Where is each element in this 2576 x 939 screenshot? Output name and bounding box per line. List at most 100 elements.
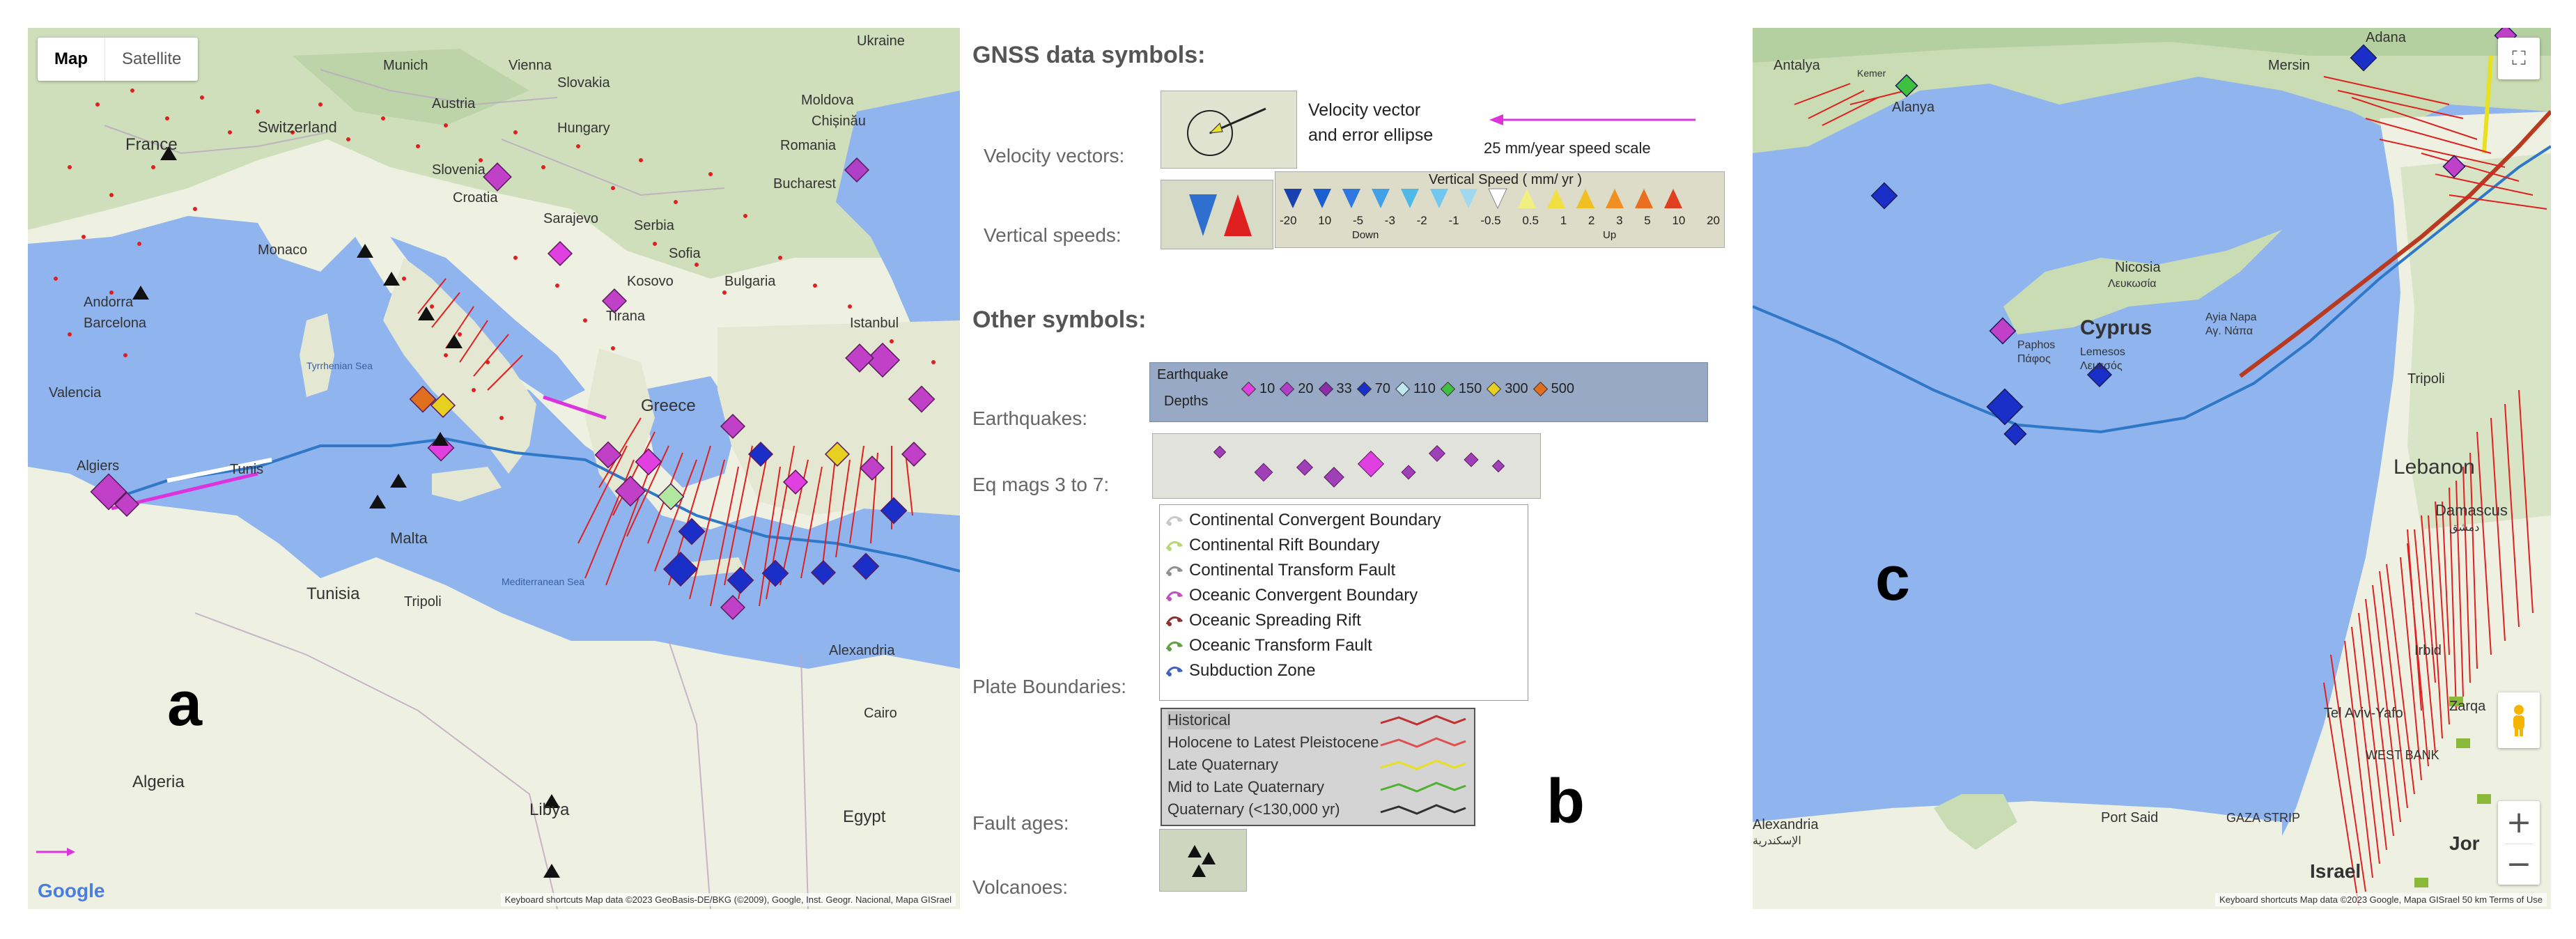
place-label: Malta (390, 529, 428, 547)
fault-age-label: Historical (1167, 711, 1231, 729)
place-label: Ayia Napa (2205, 311, 2257, 323)
place-label: Nicosia (2115, 260, 2161, 275)
fault-line-icon (1378, 801, 1468, 822)
place-label: Kosovo (627, 274, 674, 289)
vertical-speed-title: Vertical Speed ( mm/ yr ) (1429, 172, 1583, 187)
place-label: Sarajevo (543, 211, 598, 226)
fault-age-label: Late Quaternary (1167, 756, 1278, 773)
place-label: Adana (2366, 30, 2407, 45)
place-label: Munich (383, 58, 428, 73)
vertical-tick: 20 (1707, 214, 1720, 227)
place-label: Alexandria (1753, 817, 1819, 832)
panel-letter-b: b (1546, 767, 1585, 837)
vertical-tick: -5 (1352, 214, 1364, 227)
fault-age-item: Historical (1162, 709, 1474, 731)
zoom-control[interactable]: + − (2498, 801, 2540, 885)
vertical-tick: 2 (1588, 214, 1595, 227)
volcanoes-label: Volcanoes: (972, 876, 1068, 898)
map-c-canvas[interactable]: Antalya Mersin Adana Alanya Kemer Nicosi… (1753, 28, 2551, 909)
zoom-out-button[interactable]: − (2506, 846, 2532, 882)
map-type-toggle[interactable]: Map Satellite (38, 38, 199, 81)
eq-depth-value: 150 (1458, 381, 1482, 396)
place-label: Alanya (1892, 100, 1935, 115)
plate-boundary-label: Continental Convergent Boundary (1189, 511, 1441, 529)
vertical-tick: -3 (1384, 214, 1395, 227)
eq-depth-value: 70 (1374, 381, 1390, 396)
plate-boundary-icon (1165, 588, 1184, 603)
fault-age-label: Mid to Late Quaternary (1167, 778, 1325, 796)
place-label: Moldova (801, 93, 854, 108)
eq-depth-diamond-icon (1395, 381, 1411, 397)
map-panel-c[interactable]: Antalya Mersin Adana Alanya Kemer Nicosi… (1753, 28, 2551, 909)
fault-age-label: Quaternary (<130,000 yr) (1167, 800, 1340, 818)
plate-boundary-item: Oceanic Transform Fault (1160, 633, 1528, 658)
eq-depth-item: 150 (1440, 381, 1482, 397)
eq-depth-item: 110 (1395, 381, 1436, 397)
plate-boundary-label: Subduction Zone (1189, 661, 1316, 680)
map-type-map-button[interactable]: Map (54, 49, 88, 68)
eq-depth-diamond-icon (1533, 381, 1548, 397)
map-type-satellite-button[interactable]: Satellite (104, 38, 198, 81)
plate-boundary-icon (1165, 638, 1184, 653)
plate-boundary-label: Continental Transform Fault (1189, 561, 1396, 580)
map-a-canvas[interactable]: Ukraine Munich Vienna Slovakia Moldova A… (28, 28, 960, 909)
plate-boundary-item: Oceanic Spreading Rift (1160, 608, 1528, 633)
place-label: Cairo (864, 706, 897, 721)
eq-depth-value: 500 (1551, 381, 1575, 396)
plate-boundary-item: Subduction Zone (1160, 658, 1528, 683)
map-attribution[interactable]: Keyboard shortcuts Map data ©2023 GeoBas… (500, 893, 956, 906)
fault-ages-label: Fault ages: (972, 812, 1069, 834)
pegman-icon (2513, 705, 2524, 736)
fault-age-label: Holocene to Latest Pleistocene (1167, 734, 1379, 751)
fault-age-item: Mid to Late Quaternary (1162, 776, 1474, 798)
place-label: Barcelona (84, 316, 147, 331)
place-label: Πάφος (2017, 353, 2051, 365)
place-label: Mediterranean Sea (502, 576, 584, 587)
place-label: Tripoli (404, 594, 442, 610)
place-label: Tripoli (2407, 371, 2445, 387)
volcano-swatch (1159, 829, 1247, 892)
place-label: Lemesos (2080, 346, 2125, 358)
street-view-pegman[interactable] (2498, 692, 2540, 748)
eq-depth-header-2: Depths (1164, 394, 1209, 409)
place-label: Valencia (49, 385, 102, 401)
place-label: Sofia (669, 246, 701, 261)
plate-boundary-label: Continental Rift Boundary (1189, 536, 1380, 554)
place-label: Chișinău (812, 114, 866, 129)
plate-boundaries-label: Plate Boundaries: (972, 676, 1127, 697)
fault-line-icon (1378, 734, 1468, 755)
place-label: Λευκωσία (2108, 278, 2157, 290)
place-label: WEST BANK (2366, 748, 2439, 762)
place-label: Andorra (84, 295, 134, 310)
eq-depth-value: 20 (1298, 381, 1314, 396)
speed-scale-text: 25 mm/year speed scale (1484, 139, 1651, 157)
fullscreen-button[interactable]: ⛶ (2498, 38, 2540, 79)
place-label: Tirana (606, 309, 646, 324)
gnss-heading: GNSS data symbols: (972, 42, 1206, 68)
map-panel-a[interactable]: Ukraine Munich Vienna Slovakia Moldova A… (28, 28, 960, 909)
fullscreen-icon: ⛶ (2512, 47, 2526, 70)
google-logo: Google (38, 880, 105, 901)
map-attribution[interactable]: Keyboard shortcuts Map data ©2023 Google… (2215, 893, 2547, 906)
place-label: Switzerland (258, 118, 337, 136)
place-label: Zarqa (2449, 699, 2486, 714)
vertical-tick: 0.5 (1522, 214, 1539, 227)
zoom-in-button[interactable]: + (2506, 804, 2532, 840)
place-label: France (125, 135, 178, 154)
speed-scale-arrow-icon (1489, 114, 1696, 125)
eq-depth-diamond-icon (1356, 381, 1372, 397)
eq-depth-item: 300 (1486, 381, 1528, 397)
eq-depth-diamond-icon (1280, 381, 1295, 397)
place-label: Cyprus (2080, 316, 2152, 339)
earthquakes-label: Earthquakes: (972, 408, 1087, 429)
place-label: GAZA STRIP (2226, 811, 2300, 825)
place-label: Alexandria (829, 643, 895, 658)
eq-depth-value: 300 (1505, 381, 1528, 396)
place-label: Algiers (77, 458, 119, 474)
fault-line-icon (1378, 756, 1468, 777)
vertical-speed-swatch (1161, 180, 1273, 249)
vertical-tick: 1 (1560, 214, 1567, 227)
